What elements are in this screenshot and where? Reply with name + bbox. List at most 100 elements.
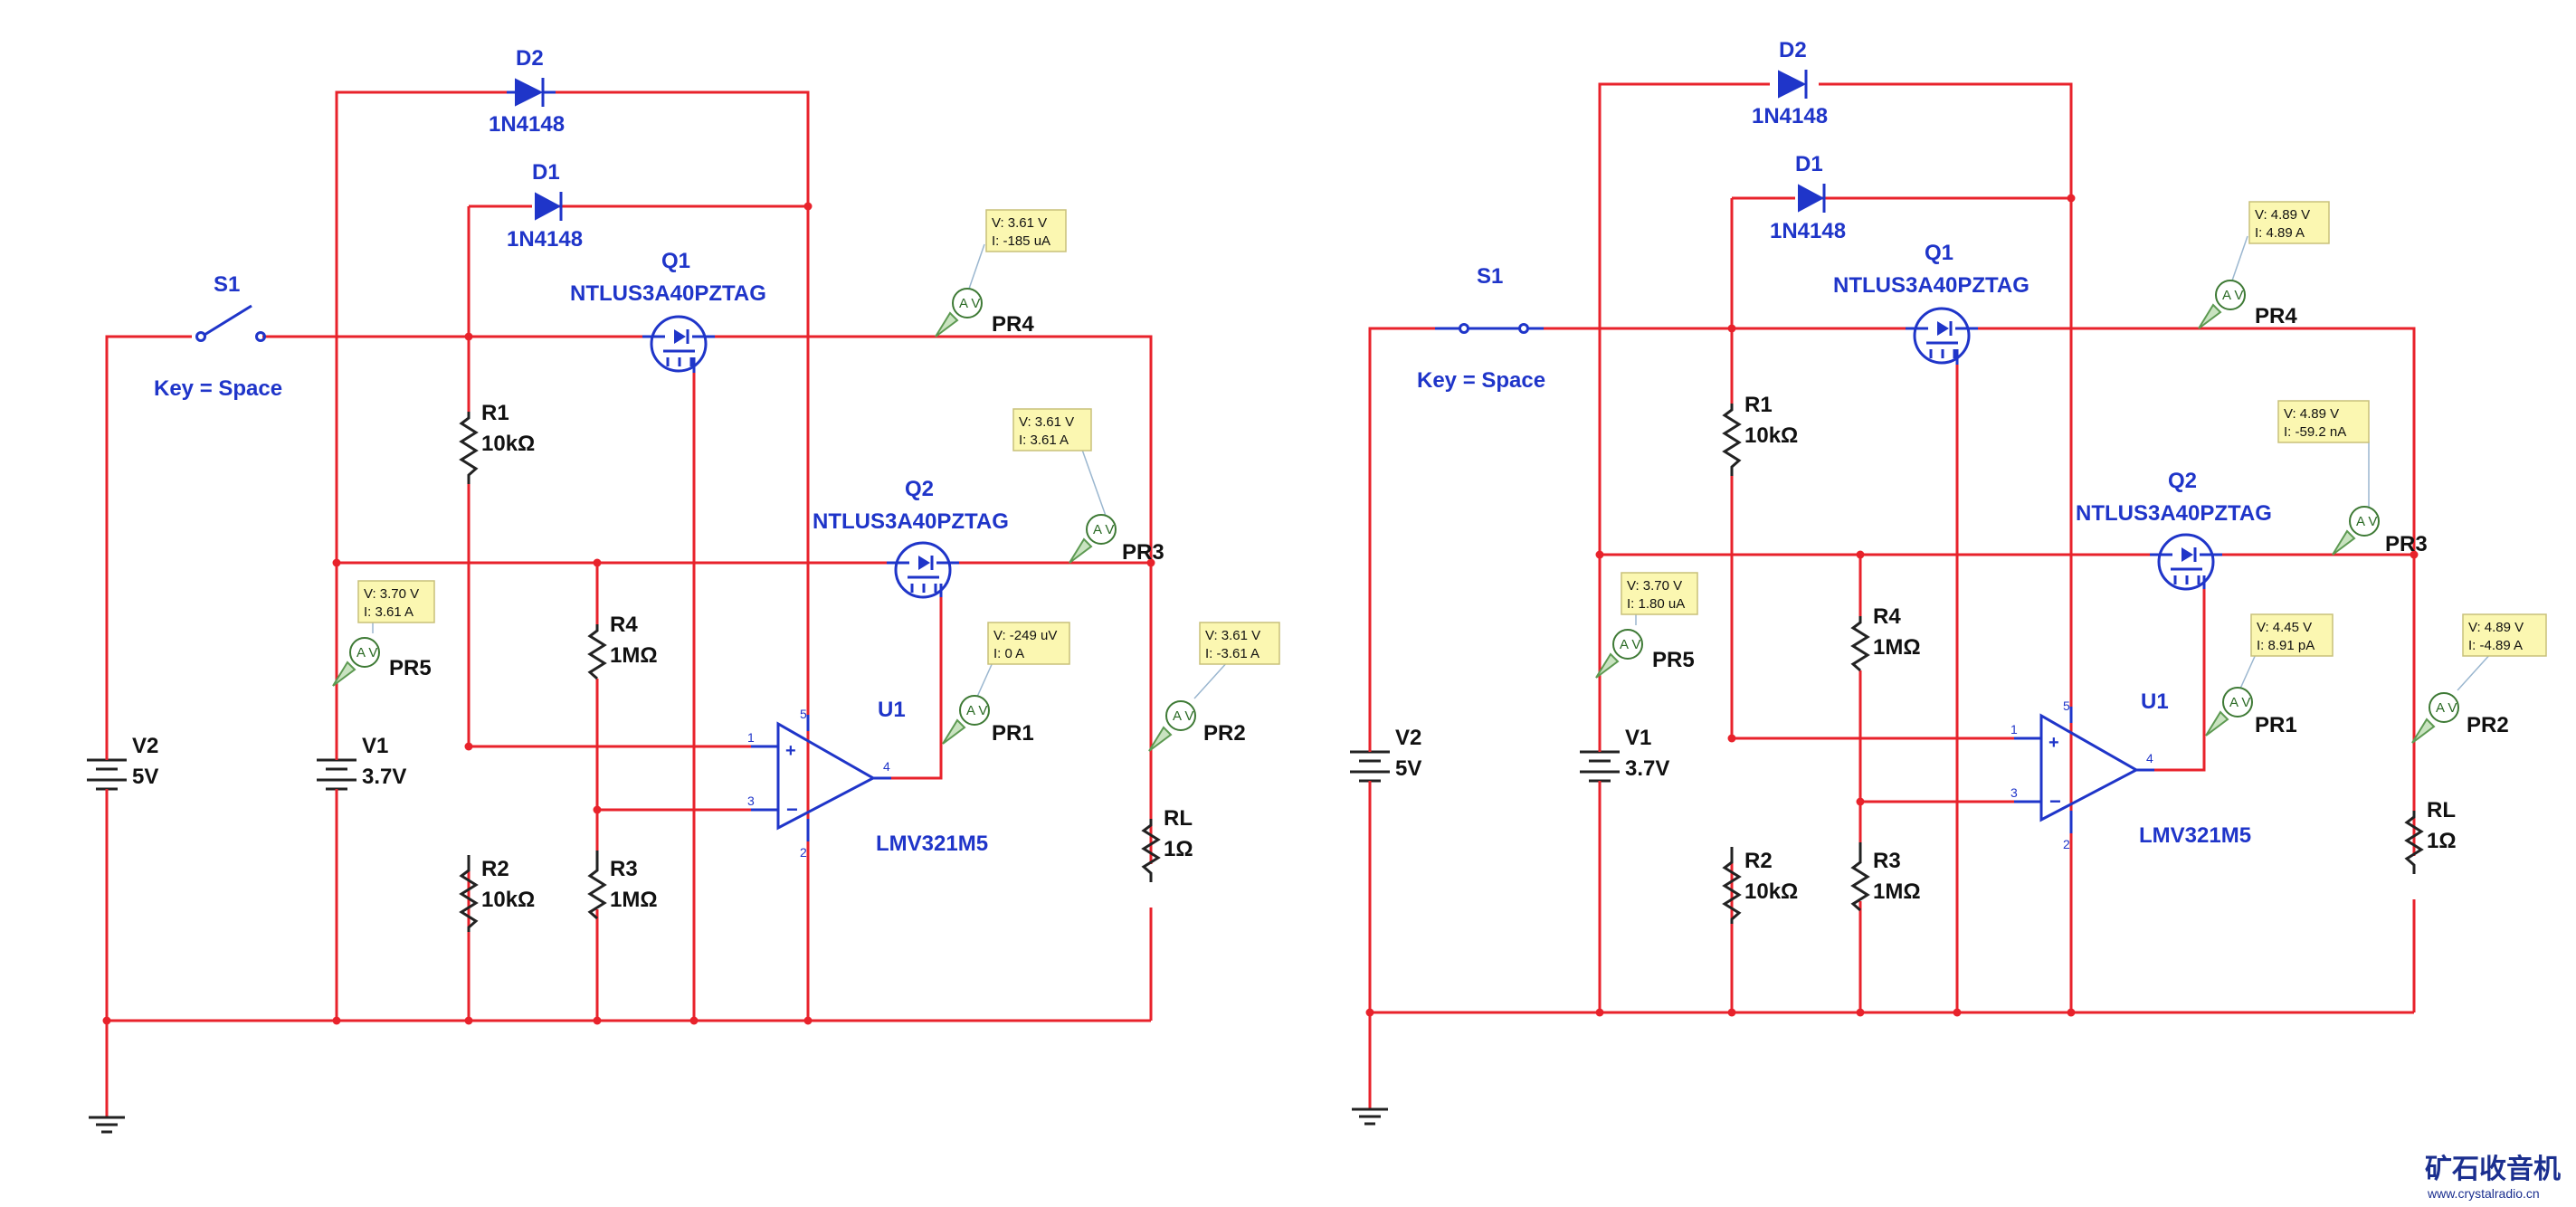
d2-value: 1N4148 [1752,104,1828,128]
switch-s1-right[interactable] [1435,323,1544,334]
pr5-label: PR5 [1652,648,1695,672]
diode-d2-left [507,78,556,107]
probe-pr5-right[interactable]: A V V: 3.70 V I: 1.80 uA PR5 [1595,572,1698,679]
s1-key-label: Key = Space [154,376,282,401]
pr5-voltage: V: 3.70 V [364,586,419,602]
probe-pr1-right[interactable]: A V V: 4.45 V I: 8.91 pA PR1 [2205,613,2334,737]
d2-value: 1N4148 [489,112,565,137]
rl-ref: RL [2427,798,2456,822]
pr4-voltage: V: 3.61 V [992,215,1047,231]
u1-value: LMV321M5 [876,832,988,856]
r4-ref: R4 [610,613,638,637]
rl-value: 1Ω [2427,829,2457,853]
v2-ref: V2 [132,734,158,758]
wires-left [105,90,1153,1117]
ground-symbol-left [89,1116,125,1134]
probe-pr4-left[interactable]: A V V: 3.61 V I: -185 uA PR4 [935,209,1067,337]
pr3-label: PR3 [1122,540,1164,565]
u1-ref: U1 [878,698,906,722]
pr5-voltage: V: 3.70 V [1627,578,1682,594]
probe-pr4-right[interactable]: A V V: 4.89 V I: 4.89 A PR4 [2198,201,2330,329]
q1-value: NTLUS3A40PZTAG [1833,273,2029,298]
r4-value: 1MΩ [1873,635,1921,660]
r2-value: 10kΩ [1744,879,1798,904]
ground-symbol-right [1352,1107,1388,1126]
pr5-current: I: 3.61 A [364,604,413,620]
pr2-symbol: A V [2436,700,2457,716]
pr3-symbol: A V [1093,522,1114,537]
opamp-u1-right: + − [2014,707,2154,833]
s1-ref: S1 [1477,264,1503,289]
pr3-current: I: 3.61 A [1019,432,1069,448]
u1-pin3: 3 [2010,785,2018,800]
u1-pin4: 4 [883,759,890,774]
pr4-voltage: V: 4.89 V [2255,207,2310,223]
probe-pr3-left[interactable]: A V V: 3.61 V I: 3.61 A PR3 [1012,408,1164,565]
pr1-symbol: A V [966,703,987,718]
u1-pin5: 5 [2063,699,2070,713]
resistor-r3-right [1850,842,1870,912]
u1-ref: U1 [2141,689,2169,714]
d1-value: 1N4148 [507,227,583,252]
resistor-r2-right [1722,847,1742,924]
d2-ref: D2 [1779,38,1807,62]
probe-pr1-left[interactable]: A V V: -249 uV I: 0 A PR1 [942,622,1070,746]
junctions-right [1365,194,2419,1017]
watermark-name: 矿石收音机 [2425,1154,2561,1185]
pr2-label: PR2 [1203,721,1246,746]
battery-v1-right [1580,745,1620,786]
probe-pr3-right[interactable]: A V V: 4.89 V I: -59.2 nA PR3 [2277,400,2428,556]
r1-ref: R1 [481,401,509,425]
pr4-current: I: -185 uA [992,233,1050,249]
pr3-current: I: -59.2 nA [2284,424,2346,440]
u1-pin4: 4 [2146,751,2153,765]
r2-ref: R2 [1744,849,1773,873]
svg-text:−: − [786,798,798,821]
rl-value: 1Ω [1164,837,1193,861]
pr3-label: PR3 [2385,532,2428,556]
r3-value: 1MΩ [610,888,658,912]
mosfet-q1-right [1906,307,1978,365]
resistor-r4-left [587,624,607,680]
r3-ref: R3 [1873,849,1901,873]
pr5-label: PR5 [389,656,432,680]
probe-pr5-left[interactable]: A V V: 3.70 V I: 3.61 A PR5 [332,580,435,687]
pr1-current: I: 0 A [993,646,1024,661]
svg-text:−: − [2049,790,2061,813]
pr4-symbol: A V [2222,288,2243,303]
pr4-label: PR4 [992,312,1034,337]
v1-value: 3.7V [1625,756,1669,781]
probe-pr2-right[interactable]: A V V: 4.89 V I: -4.89 A PR2 [2411,613,2547,744]
d2-ref: D2 [516,46,544,71]
junctions-left [102,202,1155,1025]
u1-pin5: 5 [800,707,807,721]
r4-value: 1MΩ [610,643,658,668]
rl-ref: RL [1164,806,1193,831]
r1-ref: R1 [1744,393,1773,417]
pr1-voltage: V: 4.45 V [2257,620,2312,635]
u1-pin2: 2 [800,845,807,860]
r1-value: 10kΩ [481,432,535,456]
battery-v2-left [87,753,127,794]
svg-text:+: + [2048,733,2059,753]
v1-value: 3.7V [362,765,406,789]
u1-pin2: 2 [2063,837,2070,851]
pr2-current: I: -3.61 A [1205,646,1259,661]
probe-pr2-left[interactable]: A V V: 3.61 V I: -3.61 A PR2 [1148,622,1280,752]
pr2-voltage: V: 3.61 V [1205,628,1260,643]
battery-v1-left [317,753,356,794]
watermark-url: www.crystalradio.cn [2427,1186,2540,1201]
v1-ref: V1 [362,734,388,758]
pr4-label: PR4 [2255,304,2297,328]
pr2-current: I: -4.89 A [2468,638,2523,653]
q1-ref: Q1 [661,249,690,273]
v2-ref: V2 [1395,726,1421,750]
q2-ref: Q2 [2168,469,2197,493]
opamp-u1-left: + − [751,715,891,841]
switch-s1-left[interactable] [195,304,266,342]
u1-pin3: 3 [747,794,755,808]
v2-value: 5V [1395,756,1421,781]
pr1-symbol: A V [2229,695,2250,710]
svg-text:+: + [785,741,796,761]
